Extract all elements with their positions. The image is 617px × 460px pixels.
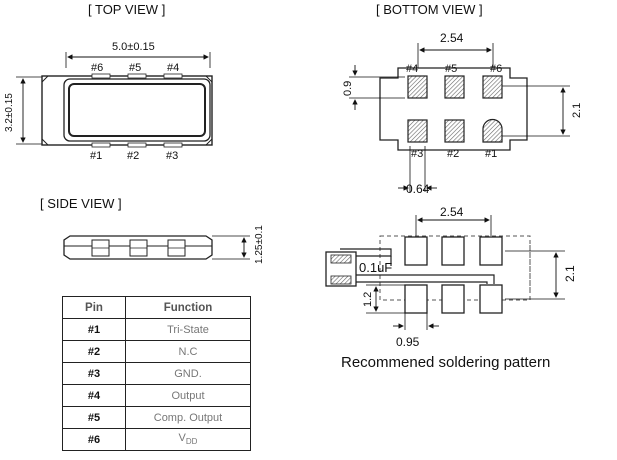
top-width-dim: 5.0±0.15: [112, 41, 155, 53]
pin-cell: #3: [62, 362, 126, 385]
top-pin-label-5: #5: [129, 62, 141, 74]
function-cell: Comp. Output: [125, 406, 251, 429]
soldering-pattern-drawing: [325, 215, 565, 330]
function-subscript: DD: [185, 437, 198, 447]
table-row: #4 Output: [62, 384, 251, 407]
side-view-drawing: [63, 235, 250, 260]
top-pin-label-1: #1: [90, 150, 102, 162]
top-pin-label-4: #4: [167, 62, 179, 74]
solder-row-spacing-dim: 2.1: [563, 265, 577, 282]
table-header-row: Pin Function: [62, 296, 251, 319]
pin-column-header: Pin: [62, 296, 126, 319]
solder-pitch-dim: 2.54: [440, 205, 464, 219]
pin-cell: #6: [62, 428, 126, 451]
bottom-pitch-dim: 2.54: [440, 31, 464, 45]
bottom-pin-label-3: #3: [411, 148, 423, 160]
pin-cell: #2: [62, 340, 126, 363]
top-view-title: [ TOP VIEW ]: [88, 2, 165, 17]
function-column-header: Function: [125, 296, 251, 319]
table-row: #2 N.C: [62, 340, 251, 363]
solder-pad-height-dim: 1.2: [362, 292, 374, 307]
pin-cell: #1: [62, 318, 126, 341]
pin-cell: #5: [62, 406, 126, 429]
capacitor-label: 0.1uF: [359, 260, 392, 275]
bottom-row-spacing-dim: 2.1: [571, 103, 583, 118]
table-row: #1 Tri-State: [62, 318, 251, 341]
function-text: V: [178, 432, 186, 445]
function-cell: N.C: [125, 340, 251, 363]
bottom-pin-label-5: #5: [445, 63, 457, 75]
side-thickness-dim: 1.25±0.1: [254, 225, 265, 264]
function-cell: Output: [125, 384, 251, 407]
function-cell: GND.: [125, 362, 251, 385]
function-cell: VDD: [125, 428, 251, 451]
top-pin-label-3: #3: [166, 150, 178, 162]
table-row: #5 Comp. Output: [62, 406, 251, 429]
table-row: #6 VDD: [62, 428, 251, 451]
bottom-pad-height-dim: 0.9: [342, 81, 354, 96]
bottom-pin-label-6: #6: [490, 63, 502, 75]
top-pin-label-6: #6: [91, 62, 103, 74]
bottom-view-title: [ BOTTOM VIEW ]: [376, 2, 483, 17]
soldering-caption: Recommened soldering pattern: [341, 354, 550, 371]
bottom-pad-width-dim: 0.64: [406, 182, 430, 196]
pin-function-table: Pin Function #1 Tri-State #2 N.C #3 GND.…: [62, 296, 251, 451]
bottom-pin-label-1: #1: [485, 148, 497, 160]
top-pin-label-2: #2: [127, 150, 139, 162]
solder-pad-width-dim: 0.95: [396, 335, 420, 349]
bottom-view-drawing: [349, 43, 570, 192]
side-view-title: [ SIDE VIEW ]: [40, 196, 122, 211]
pin-cell: #4: [62, 384, 126, 407]
table-row: #3 GND.: [62, 362, 251, 385]
bottom-pin-label-2: #2: [447, 148, 459, 160]
function-cell: Tri-State: [125, 318, 251, 341]
top-view-drawing: 5.0±0.15 3.2±0.15: [4, 41, 213, 148]
top-height-dim: 3.2±0.15: [4, 93, 15, 132]
bottom-pin-label-4: #4: [406, 63, 418, 75]
